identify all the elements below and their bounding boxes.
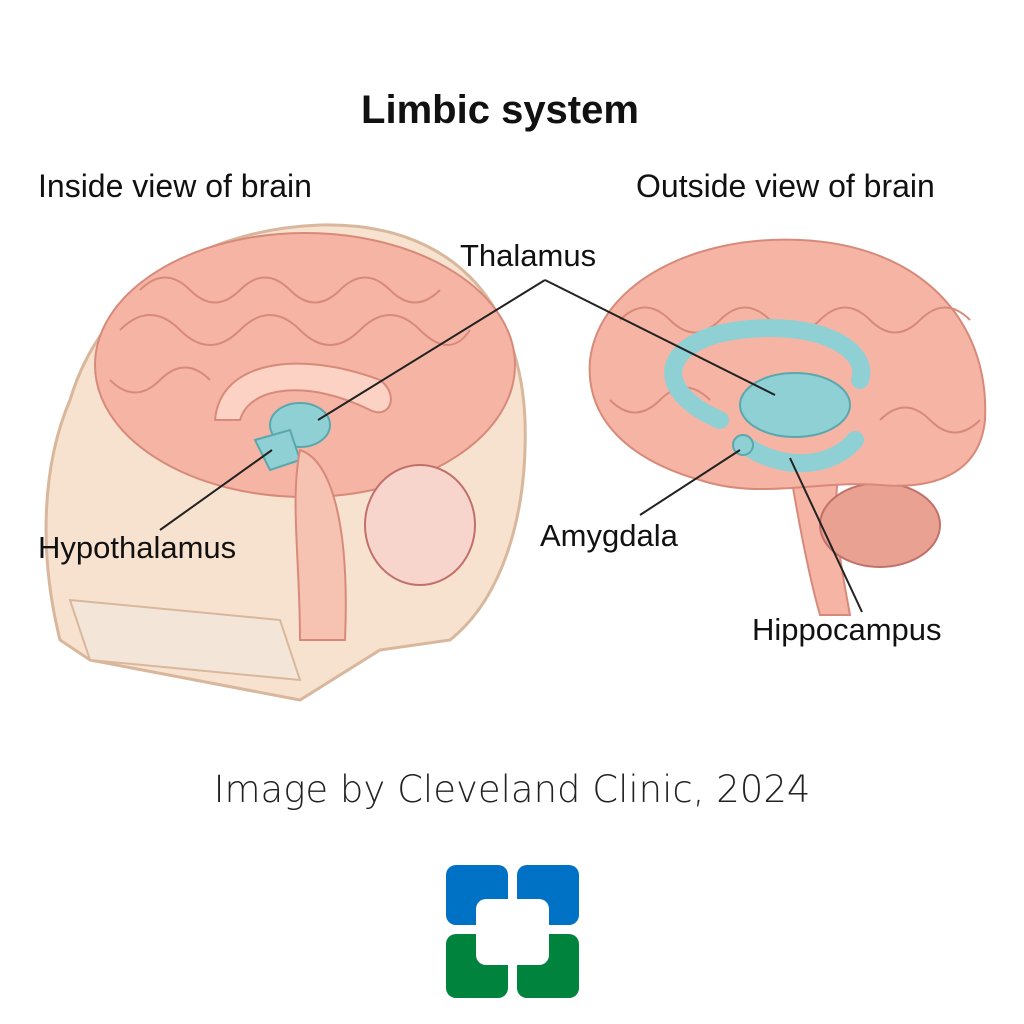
image-credit: Image by Cleveland Clinic, 2024 xyxy=(213,768,811,811)
fornix-arc xyxy=(664,319,871,429)
inside-view-label: Inside view of brain xyxy=(38,168,312,204)
hippocampus-right xyxy=(736,431,864,473)
cerebellum-right xyxy=(819,482,941,568)
inside-view-brain xyxy=(44,223,527,702)
outside-view-label: Outside view of brain xyxy=(636,168,935,204)
amygdala-label: Amygdala xyxy=(540,518,678,553)
corpus-callosum xyxy=(213,362,392,421)
thalamus-right xyxy=(739,372,851,438)
page-title: Limbic system xyxy=(361,88,639,132)
thalamus-label: Thalamus xyxy=(460,238,597,273)
cleveland-clinic-logo xyxy=(446,865,579,998)
cerebrum-right xyxy=(588,238,987,491)
leader-lines xyxy=(159,279,863,613)
brainstem xyxy=(294,448,347,641)
amygdala-right xyxy=(732,434,754,456)
cerebellum xyxy=(364,464,476,586)
hypothalamus-label: Hypothalamus xyxy=(38,530,237,565)
outside-view-brain xyxy=(588,238,987,616)
hippocampus-label: Hippocampus xyxy=(752,612,942,647)
